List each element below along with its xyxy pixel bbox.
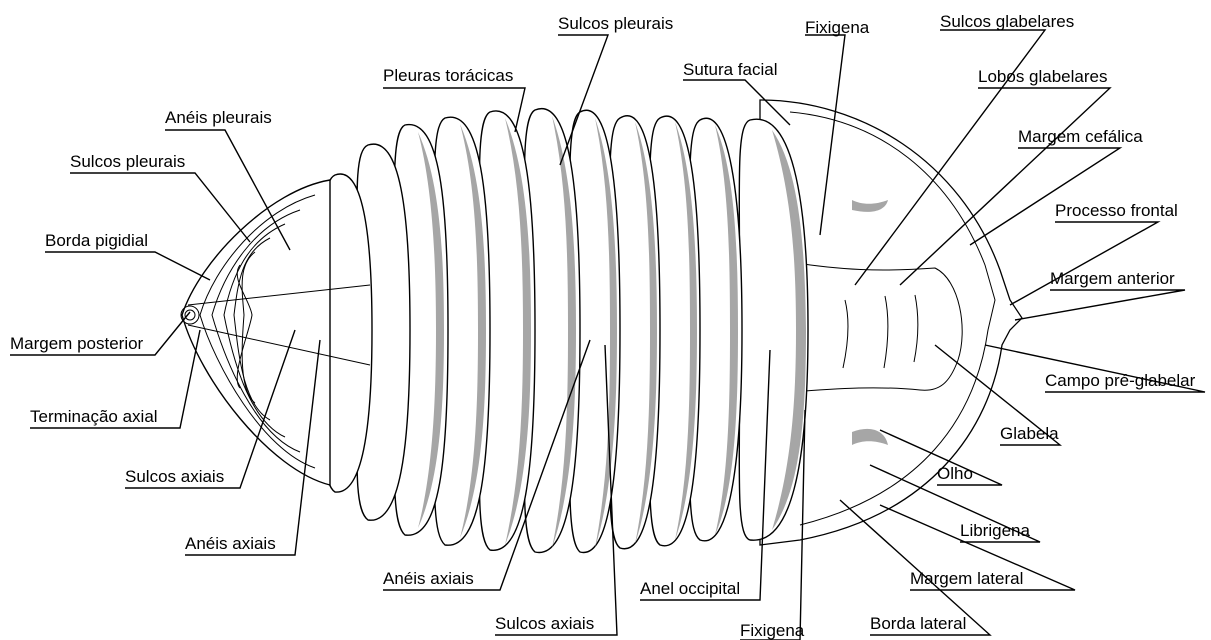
- label-terminacao-axial: Terminação axial: [30, 407, 158, 426]
- label-olho: Olho: [937, 464, 973, 483]
- label-fixigena-bottom: Fixigena: [740, 621, 805, 640]
- label-aneis-axiais-left: Anéis axiais: [185, 534, 276, 553]
- trilobite-drawing: [181, 100, 1022, 552]
- label-glabela: Glabela: [1000, 424, 1059, 443]
- label-margem-lateral: Margem lateral: [910, 569, 1023, 588]
- thoracic-segments: [324, 109, 742, 553]
- label-sulcos-pleurais-left: Sulcos pleurais: [70, 152, 185, 171]
- label-anel-occipital: Anel occipital: [640, 579, 740, 598]
- label-fixigena-top: Fixigena: [805, 18, 870, 37]
- label-borda-lateral: Borda lateral: [870, 614, 966, 633]
- label-campo-pre-glabelar: Campo pré-glabelar: [1045, 371, 1196, 390]
- label-margem-anterior: Margem anterior: [1050, 269, 1175, 288]
- label-sulcos-pleurais-top: Sulcos pleurais: [558, 14, 673, 33]
- label-sulcos-axiais-bottom: Sulcos axiais: [495, 614, 594, 633]
- label-borda-pigidial: Borda pigidial: [45, 231, 148, 250]
- label-lobos-glabelares: Lobos glabelares: [978, 67, 1107, 86]
- label-sutura-facial: Sutura facial: [683, 60, 778, 79]
- label-sulcos-axiais-left: Sulcos axiais: [125, 467, 224, 486]
- label-pleuras-toracicas: Pleuras torácicas: [383, 66, 513, 85]
- label-sulcos-glabelares: Sulcos glabelares: [940, 12, 1074, 31]
- label-aneis-pleurais: Anéis pleurais: [165, 108, 272, 127]
- label-librigena: Librigena: [960, 521, 1030, 540]
- label-processo-frontal: Processo frontal: [1055, 201, 1178, 220]
- label-aneis-axiais-bottom: Anéis axiais: [383, 569, 474, 588]
- label-margem-posterior: Margem posterior: [10, 334, 144, 353]
- label-margem-cefalica: Margem cefálica: [1018, 127, 1143, 146]
